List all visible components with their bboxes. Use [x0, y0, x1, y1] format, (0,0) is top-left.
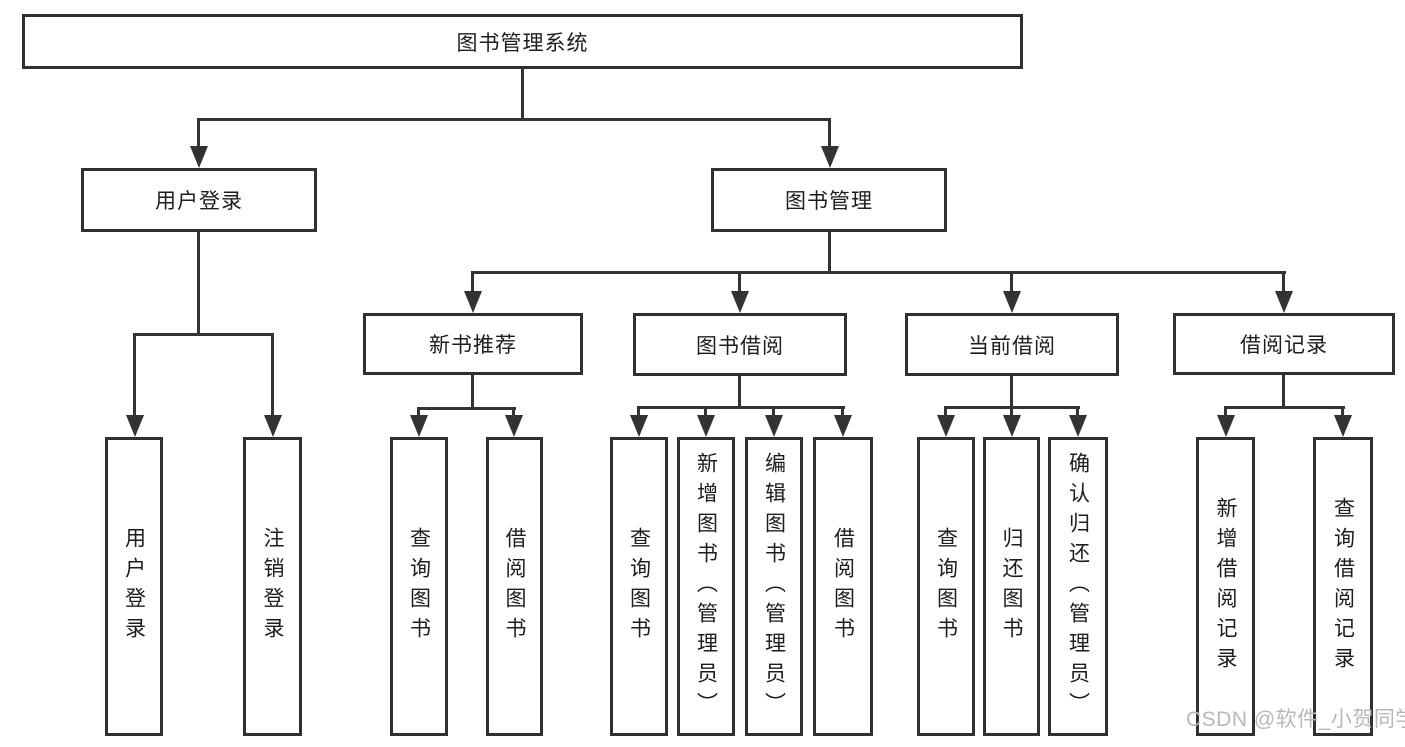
leaf-add-borrow-record-label: 新增借阅记录 — [1214, 496, 1237, 677]
leaf-query-borrow-record: 查询借阅记录 — [1313, 437, 1373, 736]
connector-bookborrow-stem — [738, 376, 741, 408]
node-root-label: 图书管理系统 — [456, 31, 589, 55]
leaf-query-book-2: 查询图书 — [610, 437, 668, 736]
arrow-down-icon — [464, 291, 482, 313]
node-new-book-recommend-label: 新书推荐 — [429, 334, 517, 357]
node-user-login-label: 用户登录 — [155, 190, 243, 213]
connector-bookborrow-drop2 — [704, 406, 707, 417]
connector-bookmgmt-drop2 — [738, 271, 741, 293]
node-user-login: 用户登录 — [81, 168, 317, 232]
leaf-add-borrow-record: 新增借阅记录 — [1196, 437, 1255, 736]
connector-userlogin-stem — [197, 232, 200, 335]
node-current-borrow-label: 当前借阅 — [968, 334, 1056, 358]
leaf-edit-book-admin-label: 编辑图书（管理员） — [762, 451, 786, 722]
connector-borrowrecord-stem — [1282, 374, 1285, 408]
leaf-query-book-1-label: 查询图书 — [407, 526, 431, 647]
connector-currentborrow-drop3 — [1076, 406, 1079, 417]
connector-bookborrow-drop3 — [772, 406, 775, 417]
node-book-management-label: 图书管理 — [785, 190, 873, 213]
leaf-logout: 注销登录 — [243, 437, 302, 736]
connector-bookmgmt-stem — [828, 232, 831, 273]
arrow-down-icon — [765, 415, 783, 437]
connector-bookborrow-drop1 — [637, 406, 640, 417]
leaf-user-login: 用户登录 — [105, 437, 163, 736]
node-borrow-record: 借阅记录 — [1173, 313, 1395, 375]
connector-bookmgmt-rail — [472, 271, 1286, 274]
arrow-down-icon — [821, 146, 839, 168]
connector-borrowrecord-rail — [1225, 406, 1345, 409]
leaf-query-book-3-label: 查询图书 — [934, 526, 958, 647]
leaf-borrow-book-2-label: 借阅图书 — [831, 526, 855, 647]
connector-newbook-stem — [471, 375, 474, 409]
arrow-down-icon — [1069, 415, 1087, 437]
connector-newbook-rail — [418, 407, 516, 410]
leaf-return-book: 归还图书 — [983, 437, 1040, 736]
watermark: CSDN @软件_小贺同学 — [1186, 708, 1405, 731]
leaf-query-book-1: 查询图书 — [390, 437, 448, 736]
leaf-user-login-label: 用户登录 — [122, 526, 146, 647]
leaf-query-borrow-record-label: 查询借阅记录 — [1331, 496, 1355, 677]
arrow-down-icon — [1003, 291, 1021, 313]
leaf-borrow-book-1-label: 借阅图书 — [503, 526, 526, 647]
connector-userlogin-drop2 — [271, 333, 274, 415]
connector-borrowrecord-drop2 — [1341, 406, 1344, 417]
connector-bookborrow-drop4 — [841, 406, 844, 417]
connector-root-rail — [197, 118, 831, 121]
leaf-logout-label: 注销登录 — [261, 526, 284, 647]
leaf-borrow-book-2: 借阅图书 — [813, 437, 873, 736]
arrow-down-icon — [1217, 415, 1235, 437]
arrow-down-icon — [505, 415, 523, 437]
arrow-down-icon — [1275, 291, 1293, 313]
node-new-book-recommend: 新书推荐 — [363, 313, 583, 375]
node-current-borrow: 当前借阅 — [905, 313, 1119, 376]
connector-userlogin-rail — [133, 333, 274, 336]
arrow-down-icon — [937, 415, 955, 437]
connector-currentborrow-drop1 — [944, 406, 947, 417]
node-book-management: 图书管理 — [711, 168, 947, 232]
arrow-down-icon — [1334, 415, 1352, 437]
leaf-return-book-label: 归还图书 — [1000, 526, 1023, 647]
connector-bookmgmt-drop3 — [1010, 271, 1013, 293]
arrow-down-icon — [834, 415, 852, 437]
connector-root-drop-left — [197, 118, 200, 148]
connector-currentborrow-stem — [1010, 376, 1013, 408]
leaf-add-book-admin-label: 新增图书（管理员） — [694, 451, 718, 722]
arrow-down-icon — [1003, 415, 1021, 437]
connector-root-drop-right — [828, 118, 831, 148]
node-root: 图书管理系统 — [22, 14, 1023, 69]
arrow-down-icon — [410, 415, 428, 437]
connector-userlogin-drop1 — [133, 333, 136, 415]
leaf-add-book-admin: 新增图书（管理员） — [677, 437, 735, 736]
node-book-borrow: 图书借阅 — [633, 313, 847, 376]
node-borrow-record-label: 借阅记录 — [1240, 334, 1328, 357]
connector-newbook-drop1 — [417, 407, 420, 417]
arrow-down-icon — [264, 415, 282, 437]
leaf-confirm-return-admin: 确认归还（管理员） — [1048, 437, 1108, 736]
leaf-borrow-book-1: 借阅图书 — [486, 437, 543, 736]
connector-bookmgmt-drop1 — [471, 271, 474, 293]
arrow-down-icon — [731, 291, 749, 313]
leaf-edit-book-admin: 编辑图书（管理员） — [745, 437, 803, 736]
connector-bookborrow-rail — [638, 406, 845, 409]
leaf-query-book-2-label: 查询图书 — [627, 526, 651, 647]
arrow-down-icon — [126, 415, 144, 437]
node-book-borrow-label: 图书借阅 — [696, 334, 784, 358]
arrow-down-icon — [697, 415, 715, 437]
connector-currentborrow-drop2 — [1010, 406, 1013, 417]
connector-bookmgmt-drop4 — [1282, 271, 1285, 293]
arrow-down-icon — [630, 415, 648, 437]
arrow-down-icon — [190, 146, 208, 168]
connector-root-stem — [521, 69, 524, 120]
leaf-query-book-3: 查询图书 — [917, 437, 975, 736]
leaf-confirm-return-admin-label: 确认归还（管理员） — [1066, 451, 1090, 722]
connector-newbook-drop2 — [512, 407, 515, 417]
connector-borrowrecord-drop1 — [1224, 406, 1227, 417]
